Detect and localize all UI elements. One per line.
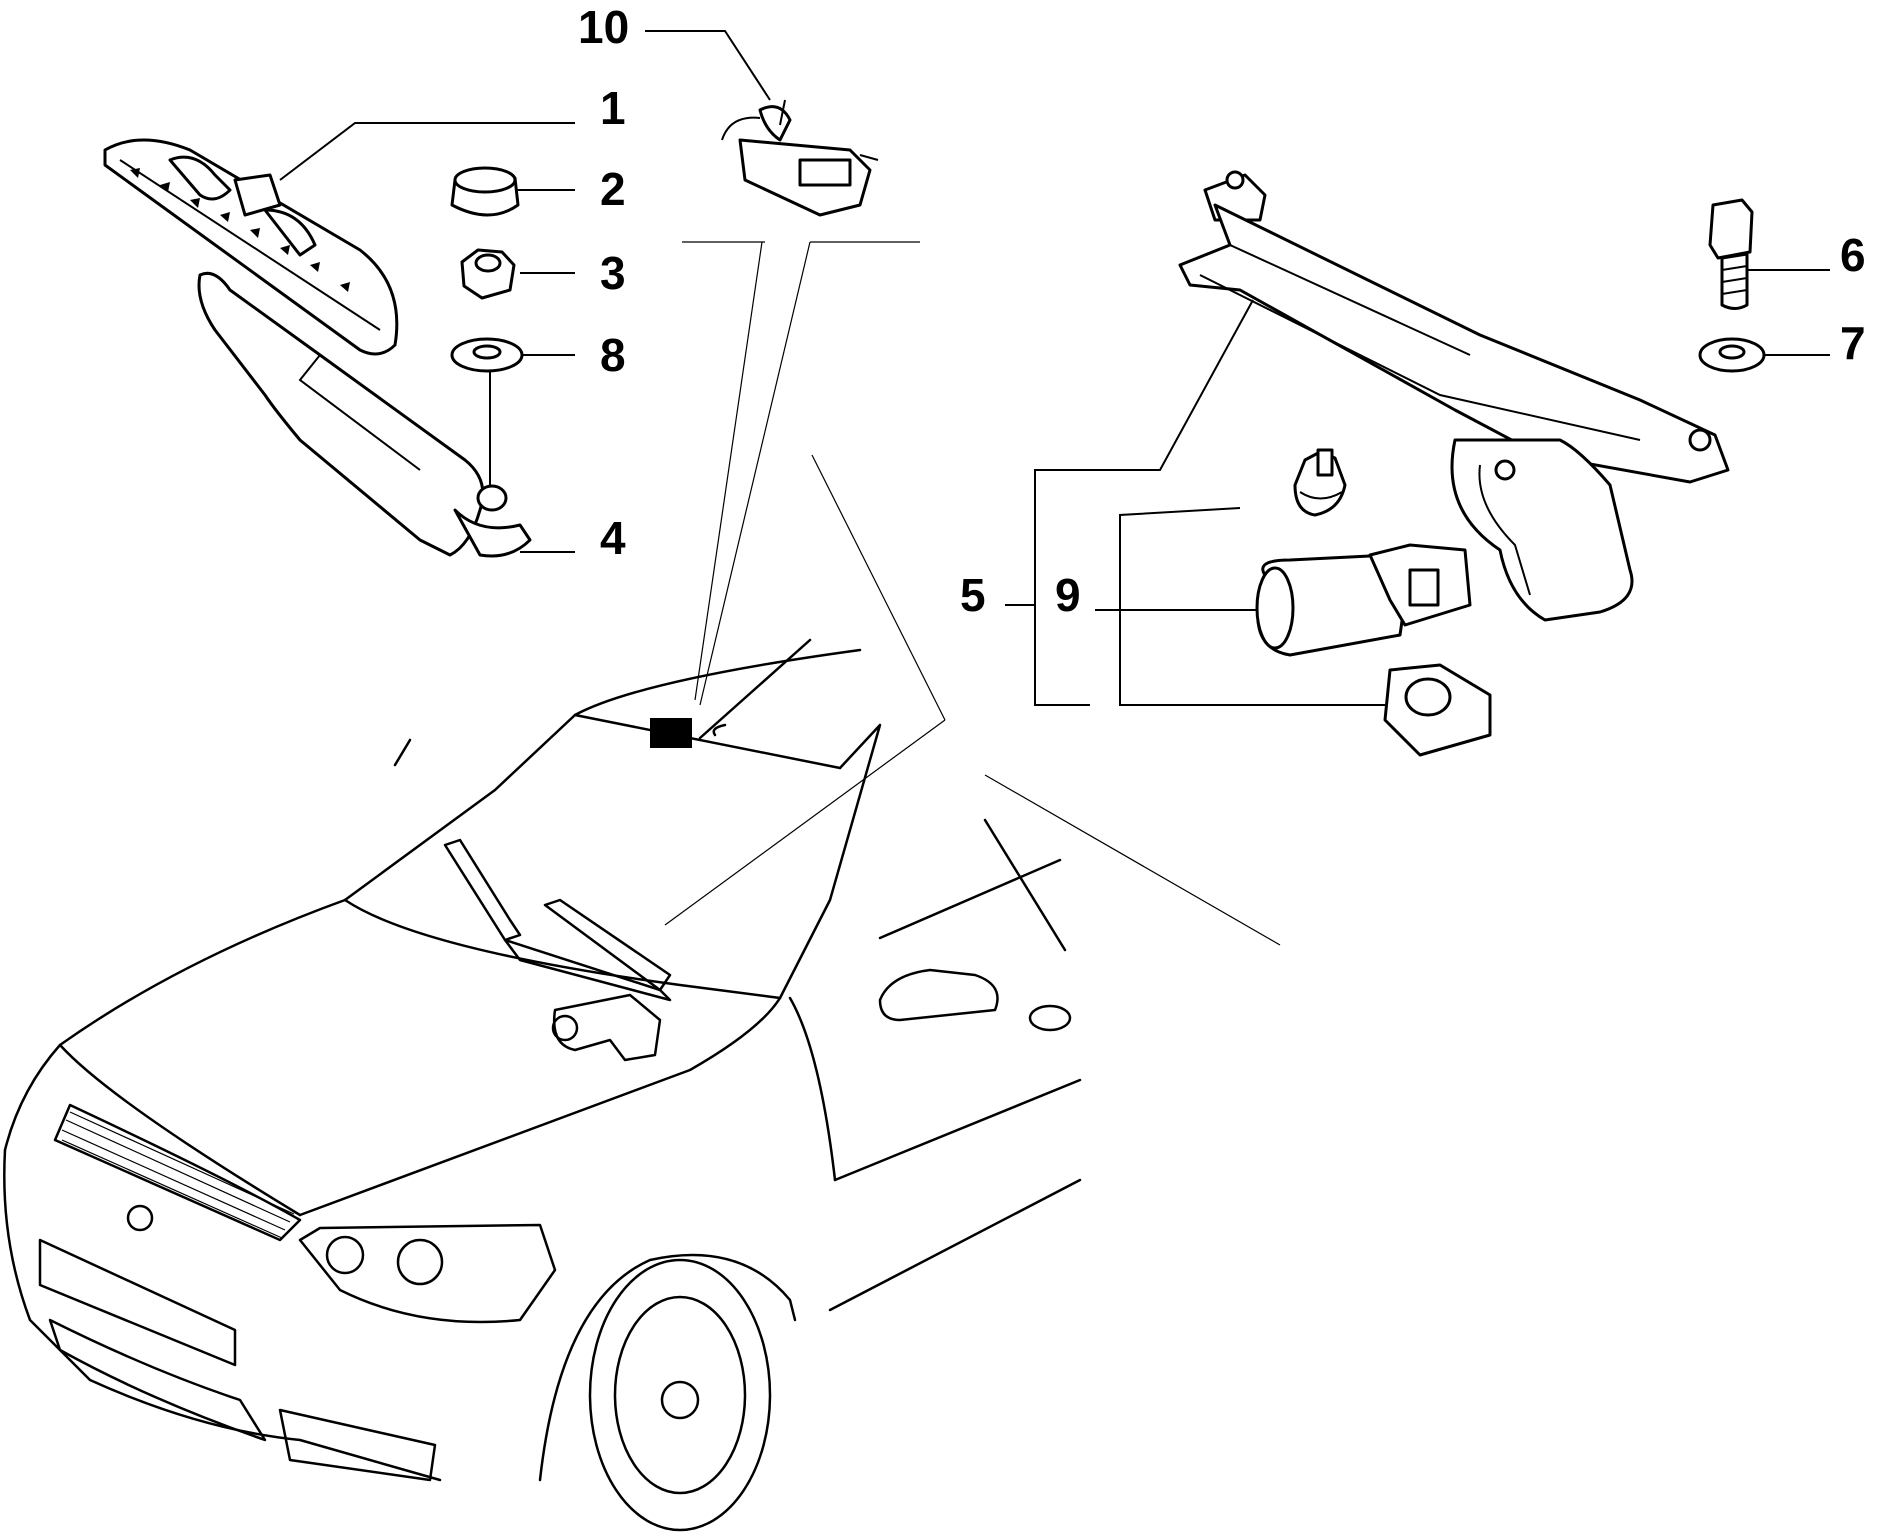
callout-10: 10 — [578, 1, 630, 53]
washer-part-7 — [1698, 337, 1766, 373]
bolt-part — [1708, 198, 1754, 310]
callout-7: 7 — [1840, 317, 1866, 369]
cap-part — [450, 166, 520, 217]
callout-4: 4 — [600, 512, 626, 564]
washer-part-8 — [450, 337, 524, 373]
callout-8: 8 — [600, 329, 626, 381]
rain-sensor-part — [721, 99, 879, 217]
wiper-arm-part — [197, 271, 532, 558]
callout-3: 3 — [600, 247, 626, 299]
leader-lines — [279, 30, 1830, 946]
grille-bars — [61, 1111, 295, 1239]
callout-1: 1 — [600, 82, 626, 134]
rain-sensor-location — [650, 718, 692, 748]
callout-6: 6 — [1840, 229, 1866, 281]
wiper-blade-part — [103, 138, 399, 356]
callout-9: 9 — [1055, 569, 1081, 621]
wiper-motor-part — [1255, 448, 1492, 757]
car-illustration — [3, 638, 1082, 1532]
nut-part — [460, 248, 516, 300]
callout-5: 5 — [960, 569, 986, 621]
wiper-linkage-part — [1178, 170, 1730, 622]
callout-2: 2 — [600, 163, 626, 215]
